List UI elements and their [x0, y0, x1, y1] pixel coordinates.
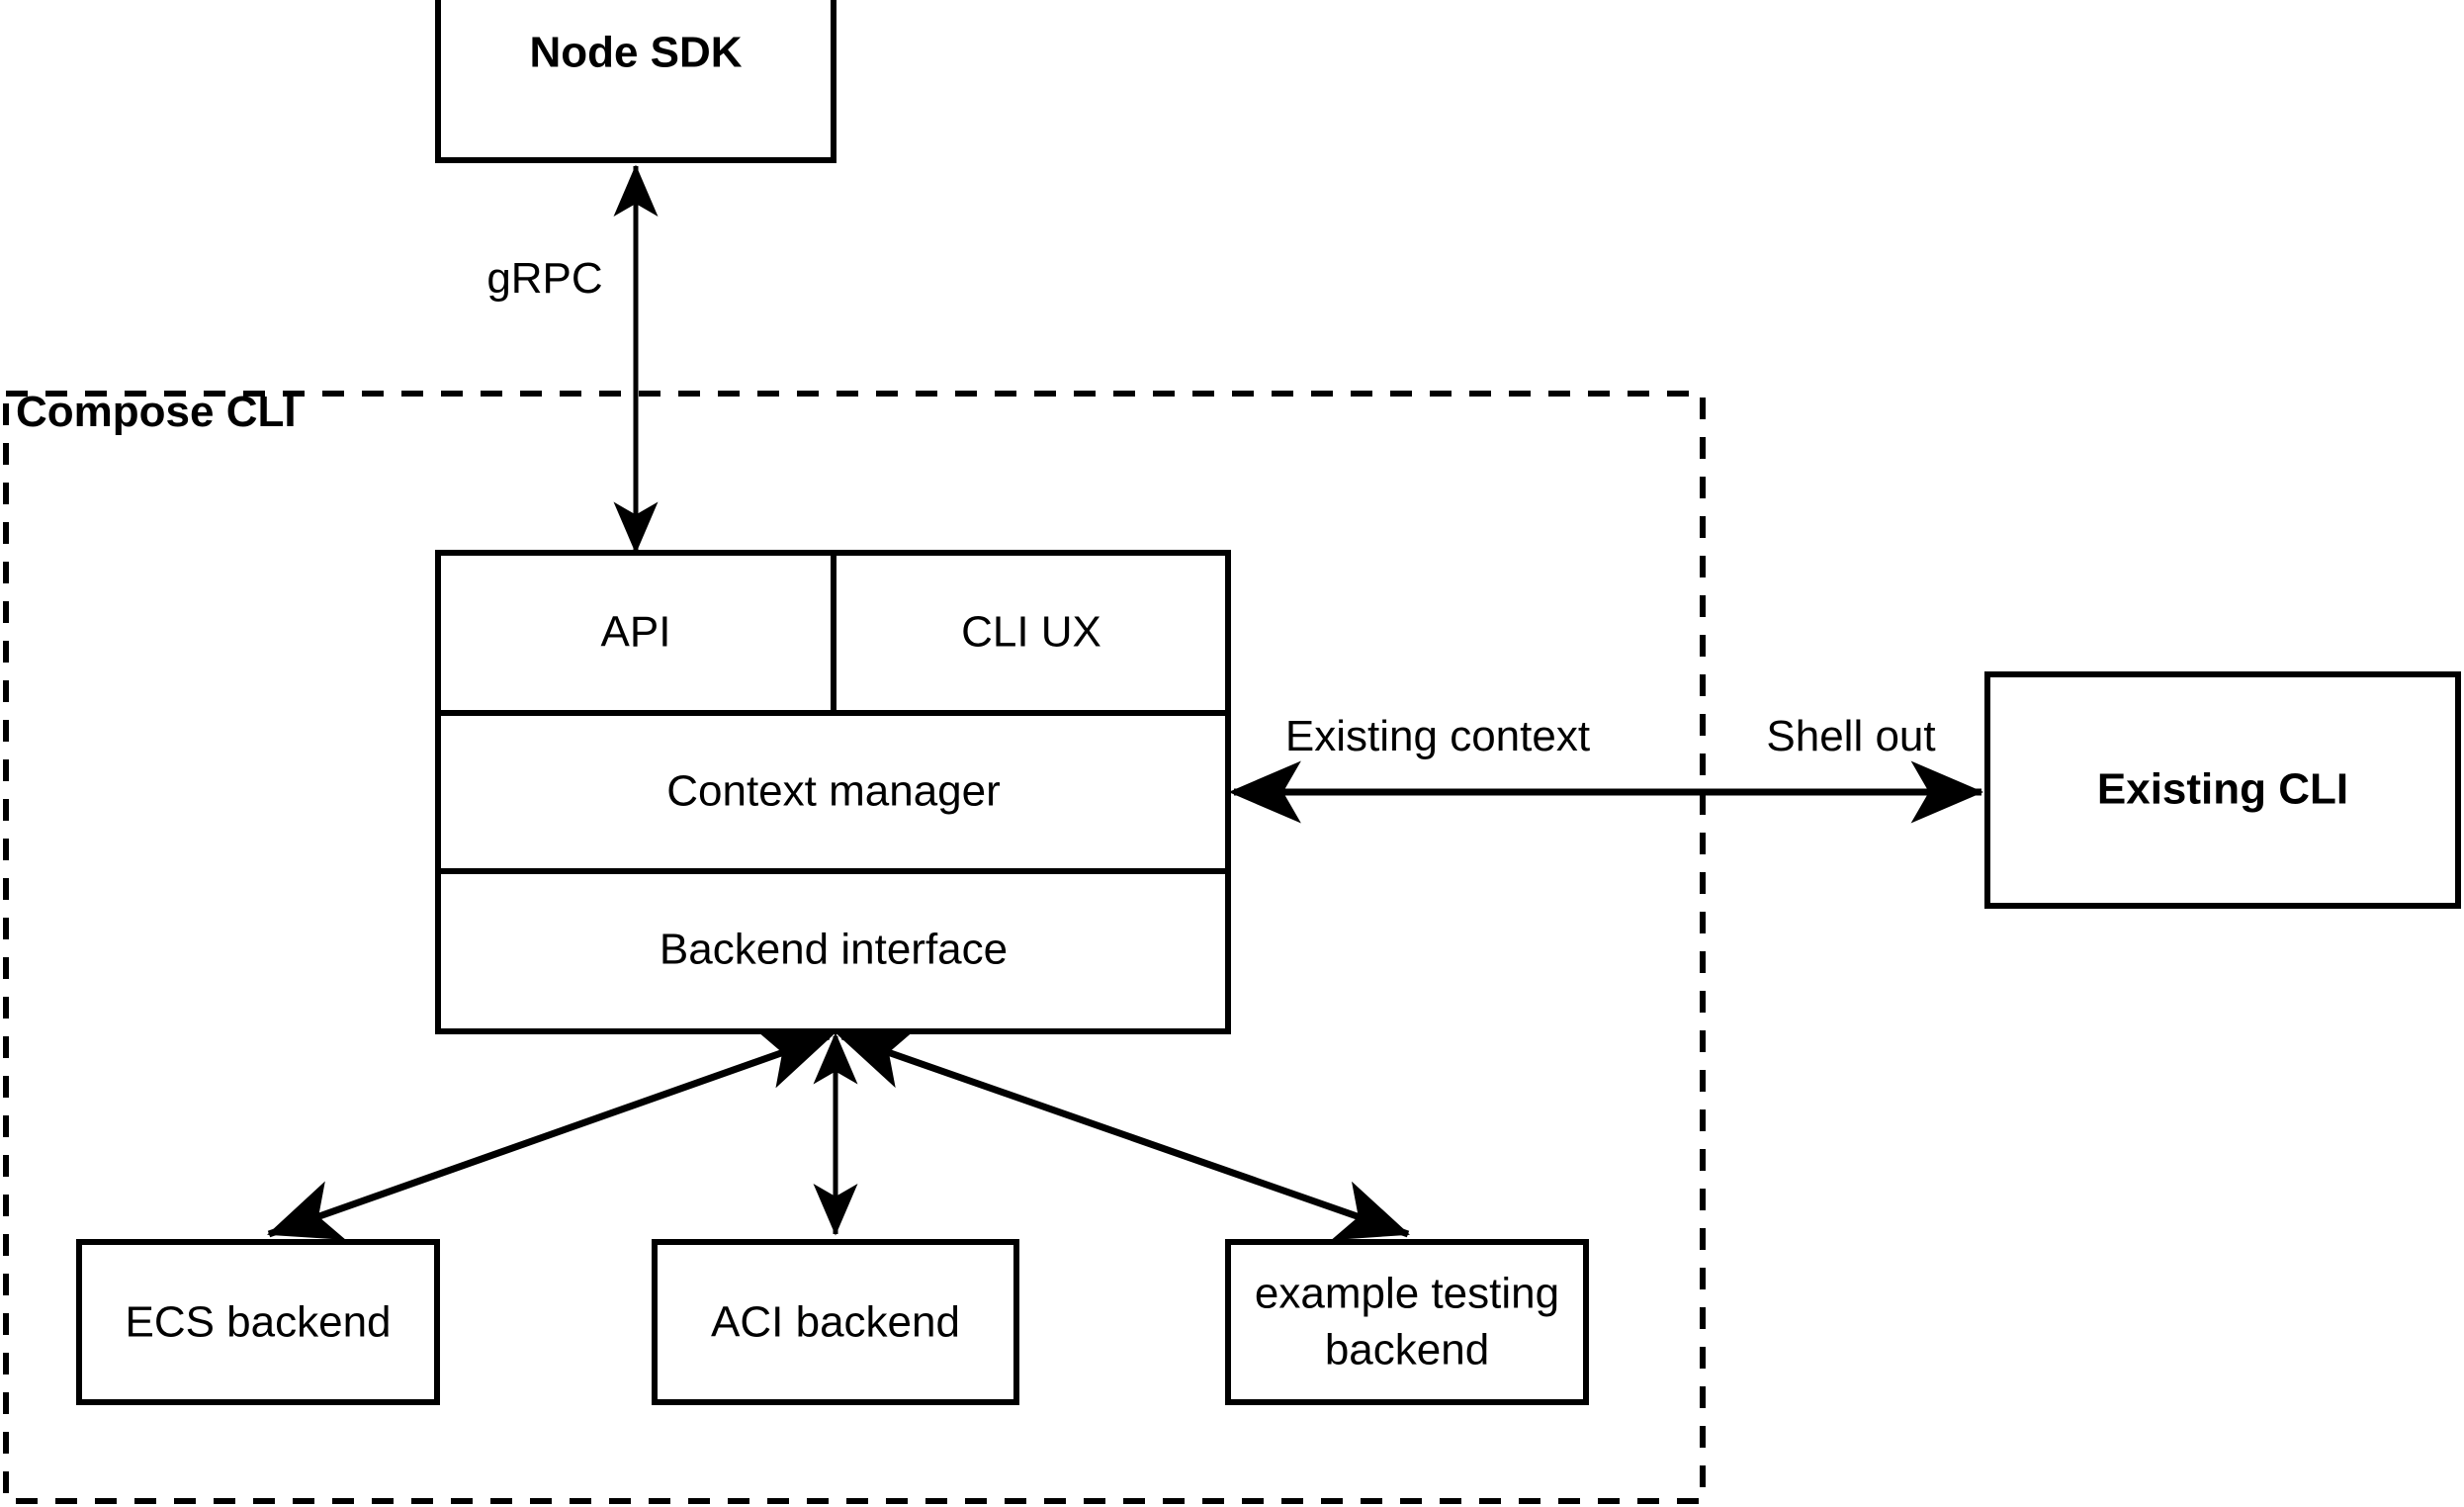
node-sdk-label: Node SDK	[529, 29, 742, 77]
shell-out-label: Shell out	[1766, 712, 1935, 760]
ecs-backend-label: ECS backend	[125, 1298, 391, 1347]
ecs-backend-box	[76, 1239, 440, 1405]
example-testing-backend-box	[1225, 1239, 1589, 1405]
backend-to-example-connector	[836, 1028, 1410, 1241]
cli-ux-label: CLI UX	[961, 608, 1101, 657]
example-testing-backend-label-line2: backend	[1325, 1326, 1489, 1374]
compose-cli-container-label: Compose CLI	[16, 388, 297, 436]
existing-cli-label: Existing CLI	[2097, 765, 2348, 814]
compose-cli-stack-box	[435, 550, 1231, 1034]
node-sdk-box	[435, 0, 836, 163]
existing-context-label: Existing context	[1285, 712, 1590, 760]
context-manager-label: Context manager	[666, 767, 1001, 816]
backend-interface-label: Backend interface	[660, 926, 1008, 974]
compose-cli-container	[3, 391, 1706, 1504]
backend-to-ecs-connector	[267, 1028, 835, 1240]
existing-cli-box	[1984, 671, 2461, 909]
example-testing-backend-label-line1: example testing	[1255, 1270, 1559, 1318]
aci-backend-box	[652, 1239, 1019, 1405]
aci-backend-label: ACI backend	[711, 1298, 960, 1347]
api-label: API	[601, 608, 671, 657]
grpc-label: gRPC	[486, 254, 602, 303]
